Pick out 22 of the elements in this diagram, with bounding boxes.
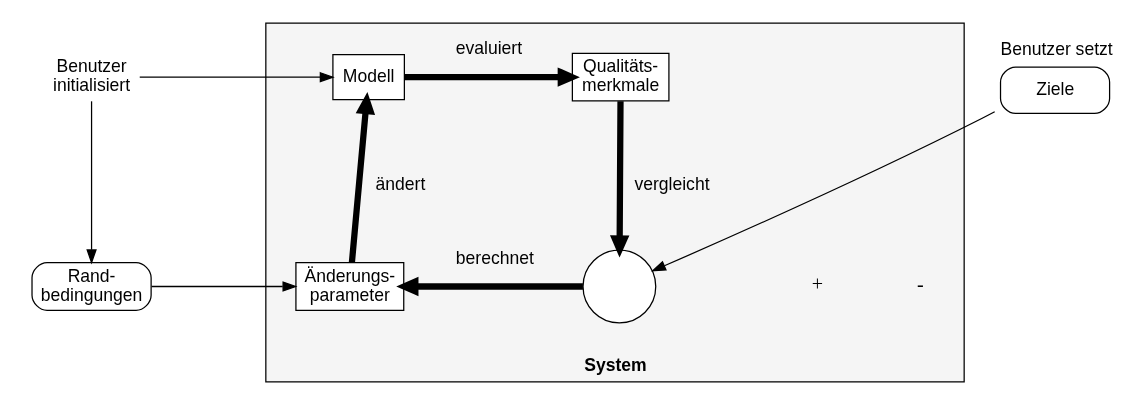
- arrow: [404, 67, 580, 87]
- edge-label: berechnet: [455, 247, 534, 268]
- arrow: [396, 276, 583, 297]
- arrow: [609, 101, 630, 258]
- node-circle: [582, 249, 657, 324]
- label: -: [916, 273, 924, 296]
- arrow: [139, 71, 335, 83]
- arrow: [348, 91, 376, 263]
- label: +: [811, 273, 824, 296]
- node-box: Ziele: [999, 66, 1111, 115]
- arrow: [86, 100, 97, 265]
- node-text: Benutzer initialisiert: [53, 56, 131, 96]
- node-box: Rand- bedingungen: [31, 262, 152, 311]
- arrow: [651, 111, 996, 272]
- arrow: [150, 281, 298, 292]
- edge-label: evaluiert: [455, 38, 523, 59]
- node-box: Qualitäts- merkmale: [571, 52, 670, 102]
- edge-label: vergleicht: [634, 173, 710, 194]
- node-label: Benutzer setzt: [1000, 38, 1113, 59]
- node-box: Änderungs- parameter: [295, 262, 405, 311]
- edge-label: ändert: [375, 173, 426, 194]
- node-box: Modell: [332, 53, 405, 101]
